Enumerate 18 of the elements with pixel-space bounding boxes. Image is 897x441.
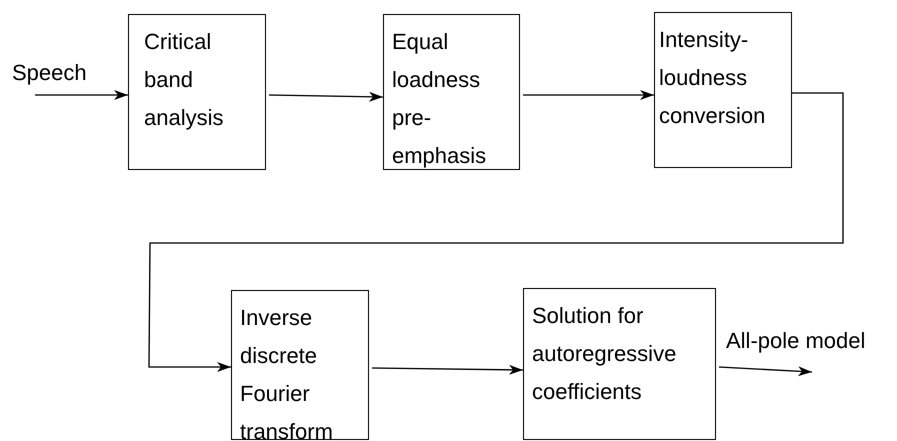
arrow (148, 92, 844, 372)
edge-label: All-pole model (726, 328, 866, 354)
process-box (523, 288, 716, 440)
arrow (718, 366, 812, 376)
box-text: Critical band analysis (144, 28, 224, 132)
process-box (383, 14, 520, 170)
box-text: Inverse discrete Fourier transform (240, 304, 334, 441)
box-text: Equal loadness pre- emphasis (392, 28, 488, 170)
box-text: Intensity- loudness conversion (659, 26, 766, 130)
process-box (231, 290, 369, 440)
edge-label: Speech (12, 60, 87, 86)
process-box (654, 12, 792, 168)
box-text: Solution for autoregressive coefficients (532, 302, 678, 406)
arrow (35, 90, 128, 100)
arrow (372, 364, 523, 375)
arrow (268, 92, 384, 102)
process-box (128, 14, 266, 170)
arrow (523, 90, 654, 100)
